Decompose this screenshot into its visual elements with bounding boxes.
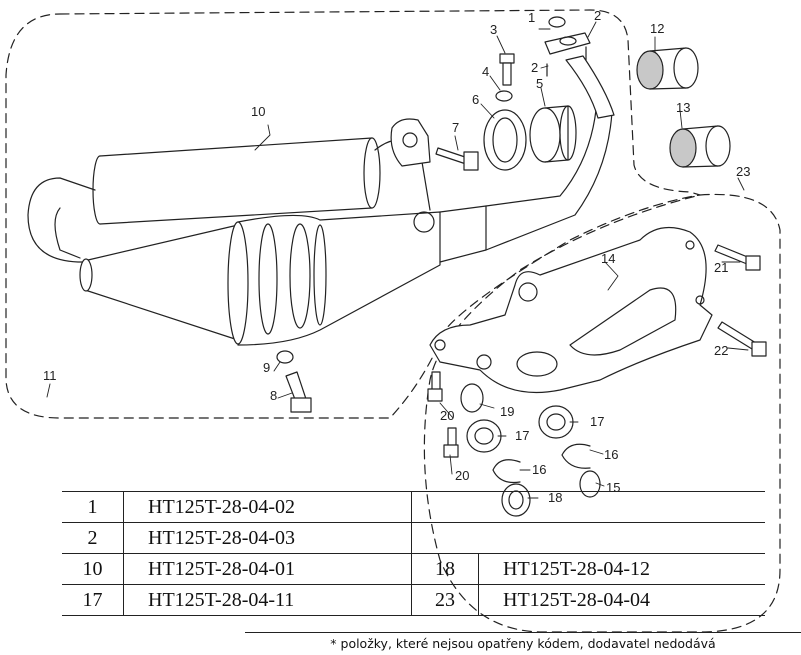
part-number: 10 xyxy=(62,553,124,585)
callout-21: 21 xyxy=(714,260,728,275)
callout-11: 11 xyxy=(43,368,57,383)
part-code: HT125T-28-04-01 xyxy=(123,553,412,585)
callout-17b: 17 xyxy=(590,414,604,429)
callout-14: 14 xyxy=(601,251,615,266)
sleeve xyxy=(529,105,577,163)
callout-22: 22 xyxy=(714,343,728,358)
callout-6: 6 xyxy=(472,92,479,107)
bearing-17b xyxy=(538,405,574,439)
table-row: 1 HT125T-28-04-02 xyxy=(62,491,765,523)
part-code: HT125T-28-04-12 xyxy=(503,557,651,580)
callout-16a: 16 xyxy=(532,462,546,477)
part-number: 17 xyxy=(62,584,124,616)
callout-8: 8 xyxy=(270,388,277,403)
circlip-16a xyxy=(492,459,521,484)
callout-7: 7 xyxy=(452,120,459,135)
callout-20a: 20 xyxy=(440,408,454,423)
callout-9: 9 xyxy=(263,360,270,375)
callout-2a: 2 xyxy=(594,8,601,23)
circlip-16b xyxy=(561,443,591,469)
callout-17a: 17 xyxy=(515,428,529,443)
nut-4 xyxy=(495,90,513,102)
bolt-20b xyxy=(443,427,459,458)
part-code: HT125T-28-04-03 xyxy=(123,522,412,554)
part-code: HT125T-28-04-04 xyxy=(503,588,651,611)
washer-15 xyxy=(579,470,601,498)
header-pipe xyxy=(565,55,615,119)
washer-9 xyxy=(276,350,294,364)
muffler xyxy=(27,109,613,346)
part-code: HT125T-28-04-02 xyxy=(123,491,412,523)
callout-12: 12 xyxy=(650,21,664,36)
bolt-7 xyxy=(435,147,479,171)
callout-1: 1 xyxy=(528,10,535,25)
leader-lines xyxy=(46,21,749,499)
part-number: 2 xyxy=(62,522,124,554)
bracket xyxy=(429,226,713,394)
callout-16b: 16 xyxy=(604,447,618,462)
bolt-3 xyxy=(499,53,515,86)
callout-4: 4 xyxy=(482,64,489,79)
mesh-sleeve-13 xyxy=(669,125,731,168)
callout-15: 15 xyxy=(606,480,620,495)
footnote: * položky, které nejsou opatřeny kódem, … xyxy=(245,632,801,653)
callout-23: 23 xyxy=(736,164,750,179)
callout-13: 13 xyxy=(676,100,690,115)
callout-20b: 20 xyxy=(455,468,469,483)
callout-19: 19 xyxy=(500,404,514,419)
table-row: 17 HT125T-28-04-11 23 HT125T-28-04-04 xyxy=(62,584,765,616)
callout-18: 18 xyxy=(548,490,562,505)
group-outline-bracket xyxy=(423,193,781,633)
table-row: 2 HT125T-28-04-03 xyxy=(62,522,765,554)
callout-10: 10 xyxy=(251,104,265,119)
group-outline-exhaust xyxy=(5,9,701,419)
bushing-19 xyxy=(460,383,484,413)
callout-5: 5 xyxy=(536,76,543,91)
table-row: 10 HT125T-28-04-01 18 HT125T-28-04-12 xyxy=(62,553,765,585)
flange xyxy=(544,32,591,55)
callout-3: 3 xyxy=(490,22,497,37)
mesh-sleeve-12 xyxy=(636,47,699,90)
part-number: 23 xyxy=(411,584,479,616)
bolt-8 xyxy=(285,371,312,413)
clamp xyxy=(483,109,527,171)
bearing-17a xyxy=(466,419,502,453)
bolt-22 xyxy=(717,321,767,357)
bolt-21 xyxy=(714,244,761,271)
parts-table: 1 HT125T-28-04-02 2 HT125T-28-04-03 10 H… xyxy=(62,491,765,616)
sleeve-18 xyxy=(501,483,531,517)
gasket xyxy=(548,16,566,28)
mount-ear xyxy=(390,118,431,167)
part-code: HT125T-28-04-11 xyxy=(123,584,412,616)
callout-2b: 2 xyxy=(531,60,538,75)
part-number: 18 xyxy=(411,553,479,585)
part-number: 1 xyxy=(62,491,124,523)
bolt-20a xyxy=(427,371,443,402)
